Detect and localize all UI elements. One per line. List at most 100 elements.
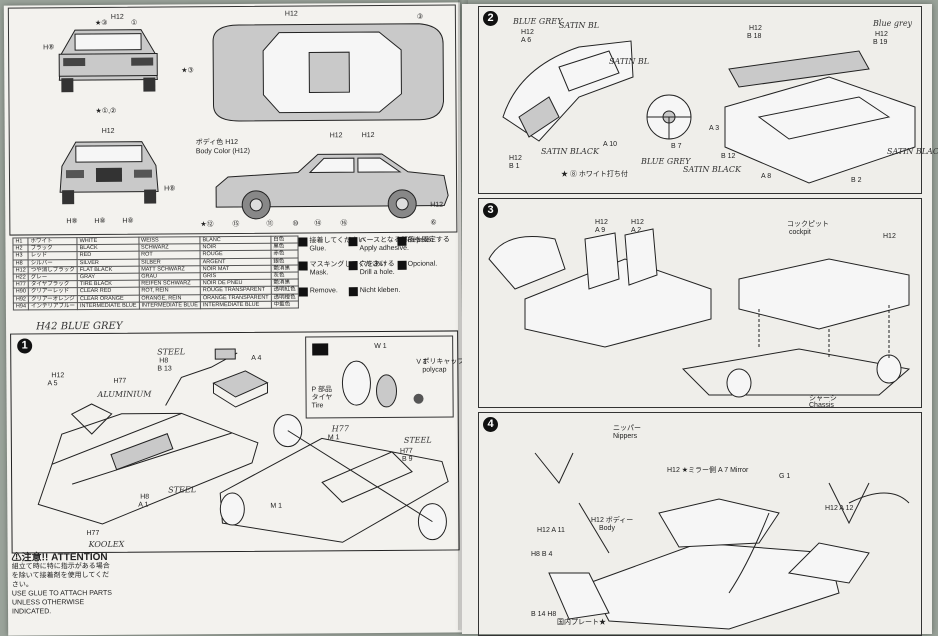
- color-table-cell: H77: [13, 281, 29, 289]
- steering-wheel-drawing: [646, 94, 692, 140]
- step1-a5: A 5: [47, 380, 58, 388]
- step1-m1-a: M 1: [327, 434, 340, 442]
- s4-nippers-jp: ニッパー: [613, 425, 641, 432]
- label-star3-top: ★③: [94, 19, 108, 27]
- label-h8-left: H⑧: [43, 44, 55, 52]
- label-h12-side2: H12: [361, 132, 375, 140]
- step1-lower-chassis: [219, 414, 449, 543]
- s4-nippers-en: Nippers: [613, 433, 638, 440]
- label-3-right: ③: [416, 13, 424, 21]
- s4-body-en: Body: [599, 525, 615, 532]
- tub-drawing: [724, 50, 916, 184]
- step1-h8-b13: H8: [159, 357, 169, 365]
- s4-b4: H8 B 4: [531, 551, 553, 558]
- symbol-icons: [298, 236, 407, 297]
- hw-steel-2: STEEL: [168, 485, 197, 495]
- step-4-number: 4: [483, 417, 498, 432]
- wheel-drawing: [341, 360, 424, 408]
- tire-jp2: タイヤ: [311, 394, 333, 402]
- step1-b13: B 13: [157, 365, 172, 373]
- s2-a8: A 8: [761, 173, 772, 180]
- attention-jp-2: を除いて接着剤を使用してくだ: [11, 571, 110, 580]
- s3-h12-a2: H12: [631, 219, 644, 226]
- painting-guide-panel: H12 ★③ ① H⑧ ★③ H12 ③ ★①,② H12 H⑧ H⑧ H⑧ H…: [7, 4, 458, 236]
- step-1-panel: 1: [10, 330, 464, 554]
- right-page: 2 H12 A 6 H12 B 18 H12 B 19 H12: [462, 4, 938, 636]
- polycap-en: polycap: [422, 366, 447, 374]
- color-table-cell: H22: [13, 273, 29, 282]
- s2-h12-b19: H12: [875, 31, 888, 38]
- color-table-cell: INTERMEDIATE BLUE: [77, 301, 139, 310]
- step-1-number: 1: [17, 338, 33, 354]
- s2-note: ★ ⑧ ホワイト打ち付: [561, 171, 628, 178]
- ref-10: ⑩: [292, 220, 299, 228]
- color-table-cell: H90: [13, 288, 29, 296]
- s2-hw-satin-black-2: SATIN BLACK: [683, 165, 741, 174]
- step1-m1-b: M 1: [270, 502, 283, 510]
- s3-chassis-jp: シャーシ: [809, 395, 837, 402]
- s2-hw-satin-black-3: SATIN BLACK: [887, 147, 938, 156]
- s4-mirror: H12 ★ミラー側 A 7 Mirror: [667, 467, 749, 474]
- ref-15: ⑮: [232, 220, 240, 229]
- step1-a4: A 4: [251, 354, 262, 362]
- color-table-cell: H12: [13, 266, 29, 274]
- symbol-legend: 接着してください ベースとなる部品を固定する マスキングしてください 穴をあける…: [297, 234, 456, 315]
- s3-h12-right: H12: [883, 233, 896, 240]
- label-h8-bottom-right: H⑧: [122, 217, 134, 225]
- s2-h12-b1: H12: [509, 155, 522, 162]
- step1-h77-b9: H77: [399, 447, 413, 455]
- hw-aluminium: ALUMINIUM: [97, 389, 152, 399]
- label-h12-mid: H12: [101, 127, 115, 135]
- step1-h12-a5: H12: [51, 372, 65, 380]
- label-h8-front: H⑧: [164, 185, 176, 193]
- label-h12-rear: H12: [430, 201, 444, 209]
- hw-h77: H77: [331, 424, 349, 434]
- left-page: H12 ★③ ① H⑧ ★③ H12 ③ ★①,② H12 H⑧ H⑧ H⑧ H…: [3, 2, 464, 636]
- tire-en: Tire: [311, 402, 324, 410]
- color-table-cell: H8: [13, 259, 29, 267]
- label-star12: ★①,②: [95, 107, 117, 115]
- wheel-box-icon: [312, 343, 329, 356]
- s3-h12-a9: H12: [595, 219, 608, 226]
- attention-en-1: USE GLUE TO ATTACH PARTS: [11, 589, 112, 598]
- s2-hw-blue-grey: BLUE GREY: [513, 17, 563, 26]
- step-3-panel: 3 H12 A 9 H12 A 2 H12 コックピット cockpit シャー…: [478, 198, 922, 409]
- cockpit-chassis-drawing: [681, 258, 911, 398]
- step1-a1: A 1: [138, 501, 149, 509]
- hw-steel-3: STEEL: [403, 435, 432, 445]
- step1-h8-a1: H8: [140, 493, 150, 501]
- s2-h12-a6: H12: [521, 29, 534, 36]
- label-h12-side: H12: [329, 132, 343, 140]
- s2-hw-satin-black: SATIN BLACK: [541, 147, 599, 156]
- step1-b9: B 9: [401, 455, 413, 463]
- color-table-cell: 透明紅色: [271, 286, 299, 294]
- s3-chassis-en: Chassis: [809, 402, 834, 409]
- s2-a6: A 6: [521, 37, 532, 44]
- color-table-cell: インテリアブルー: [28, 302, 78, 310]
- ref-11: ⑪: [266, 220, 274, 228]
- hw-koolex: KOOLEX: [88, 539, 125, 550]
- step1-chassis-drawing: [37, 403, 259, 525]
- s2-h12-b18: H12: [749, 25, 762, 32]
- label-h12-top: H12: [110, 13, 124, 21]
- color-table-cell: つや消しブラック: [28, 266, 78, 274]
- front-view-car: [59, 141, 159, 205]
- body-color-en: Body Color (H12): [195, 147, 250, 156]
- color-table-cell: H92: [13, 295, 29, 303]
- seat-assembly-drawing: [488, 228, 712, 348]
- side-view-car: [215, 153, 449, 220]
- label-h12-topview: H12: [284, 10, 298, 18]
- tire-jp: P 部品: [311, 386, 333, 394]
- body-color-jp: ボディ色 H12: [195, 138, 239, 147]
- ref-6: ⑥: [430, 219, 437, 227]
- s4-a12: H12 A 12: [825, 505, 854, 512]
- w1-label: W 1: [374, 342, 387, 351]
- ref-16: ⑯: [340, 220, 348, 228]
- s4-b14: B 14 H8: [531, 611, 557, 618]
- s2-a3: A 3: [709, 125, 720, 132]
- s2-hw-blue-grey-2: BLUE GREY: [641, 157, 691, 166]
- fuel-tank-part: [212, 370, 269, 408]
